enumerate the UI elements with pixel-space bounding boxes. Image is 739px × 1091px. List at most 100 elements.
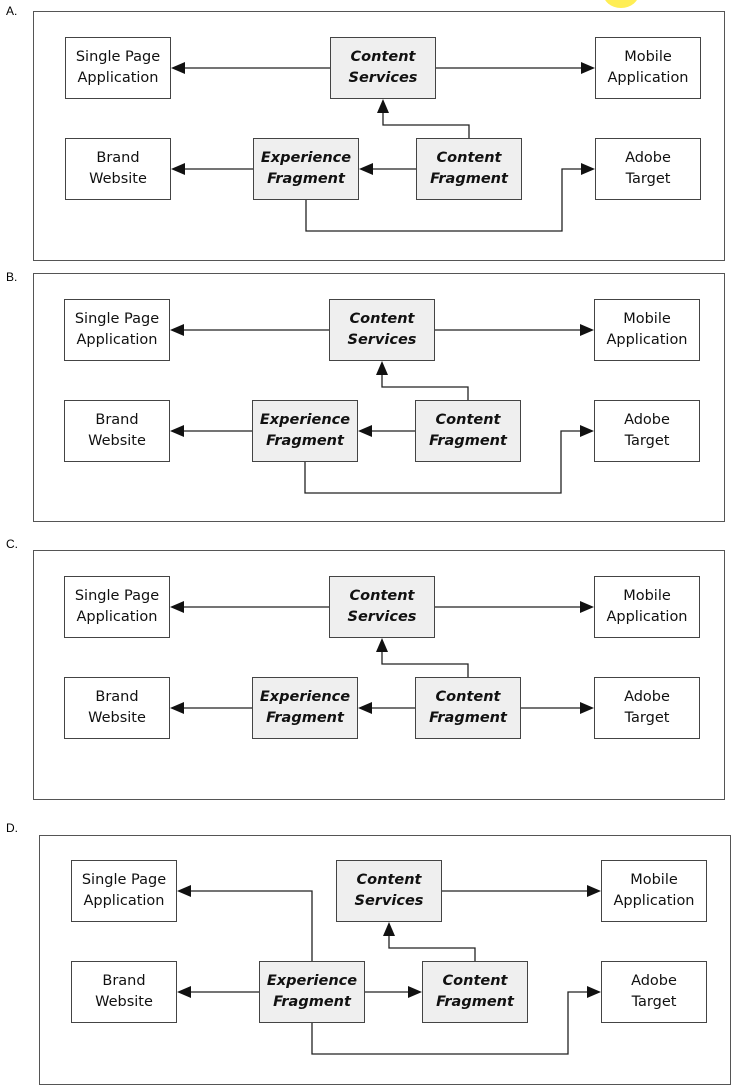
node-label-line: Mobile: [623, 311, 671, 327]
arrow-cs-to-mobile: [436, 62, 595, 74]
arrow-xf-to-brand: [170, 425, 252, 437]
arrow-xf-to-cf: [365, 986, 422, 998]
node-label-line: Website: [95, 994, 153, 1010]
node-label-line: Target: [625, 171, 671, 187]
arrow-cf-to-cs: [377, 99, 470, 138]
node-label-line: Fragment: [436, 994, 514, 1010]
option-label: A.: [6, 4, 18, 18]
arrow-xf-to-brand: [177, 986, 259, 998]
node-label-line: Content: [442, 973, 508, 989]
node-label-line: Application: [77, 70, 159, 86]
node-label-line: Services: [348, 70, 418, 86]
node-label-line: Application: [606, 609, 688, 625]
node-label-line: Fragment: [267, 171, 345, 187]
node-label-line: Target: [624, 433, 670, 449]
arrow-cf-to-cs: [376, 638, 469, 677]
node-label-line: Services: [347, 332, 417, 348]
node-label-line: Services: [354, 893, 424, 909]
node-label-line: Mobile: [630, 872, 678, 888]
node-label-line: Brand: [95, 412, 139, 428]
node-label-line: Adobe: [624, 689, 670, 705]
option-label: B.: [6, 270, 18, 284]
node-label-line: Content: [436, 150, 502, 166]
arrow-cs-to-spa: [170, 324, 329, 336]
node-label-line: Website: [89, 171, 147, 187]
node-label-line: Application: [83, 893, 165, 909]
node-label-line: Content: [350, 49, 416, 65]
arrow-cs-to-spa: [171, 62, 330, 74]
node-label-line: Fragment: [273, 994, 351, 1010]
arrow-cf-to-xf: [358, 425, 415, 437]
node-label-line: Brand: [95, 689, 139, 705]
node-label-line: Experience: [259, 412, 351, 428]
arrow-xf-to-target: [304, 425, 594, 494]
node-label-line: Mobile: [623, 588, 671, 604]
node-label-line: Application: [76, 332, 158, 348]
node-label-line: Content: [349, 588, 415, 604]
node-label-line: Content: [435, 412, 501, 428]
arrow-cs-to-mobile: [435, 324, 594, 336]
node-label-line: Content: [435, 689, 501, 705]
node-label-line: Adobe: [625, 150, 671, 166]
node-label-line: Website: [88, 710, 146, 726]
node-label-line: Content: [356, 872, 422, 888]
node-label-line: Fragment: [429, 710, 507, 726]
node-label-line: Brand: [96, 150, 140, 166]
option-label: C.: [6, 537, 18, 551]
node-label-line: Adobe: [631, 973, 677, 989]
node-label-line: Single Page: [81, 872, 167, 888]
node-label-line: Experience: [259, 689, 351, 705]
node-label-line: Application: [76, 609, 158, 625]
node-label-line: Single Page: [74, 588, 160, 604]
node-label-line: Experience: [260, 150, 352, 166]
arrow-xf-to-brand: [170, 702, 252, 714]
node-label-line: Fragment: [266, 710, 344, 726]
node-label-line: Brand: [102, 973, 146, 989]
node-label-line: Fragment: [429, 433, 507, 449]
arrow-xf-to-target: [311, 986, 601, 1055]
node-label-line: Application: [607, 70, 689, 86]
node-label-line: Fragment: [266, 433, 344, 449]
node-label-line: Target: [624, 710, 670, 726]
arrow-cf-to-xf: [359, 163, 416, 175]
node-label-line: Application: [613, 893, 695, 909]
node-label-line: Services: [347, 609, 417, 625]
arrow-cf-to-xf: [358, 702, 415, 714]
node-label-line: Mobile: [624, 49, 672, 65]
node-label-line: Single Page: [75, 49, 161, 65]
arrow-xf-to-target: [305, 163, 595, 232]
node-label-line: Fragment: [430, 171, 508, 187]
arrow-xf-to-spa: [177, 885, 313, 961]
arrow-cs-to-mobile: [442, 885, 601, 897]
arrow-cf-to-cs: [376, 361, 469, 400]
arrow-cf-to-target: [521, 702, 594, 714]
arrow-cf-to-cs: [383, 922, 476, 961]
